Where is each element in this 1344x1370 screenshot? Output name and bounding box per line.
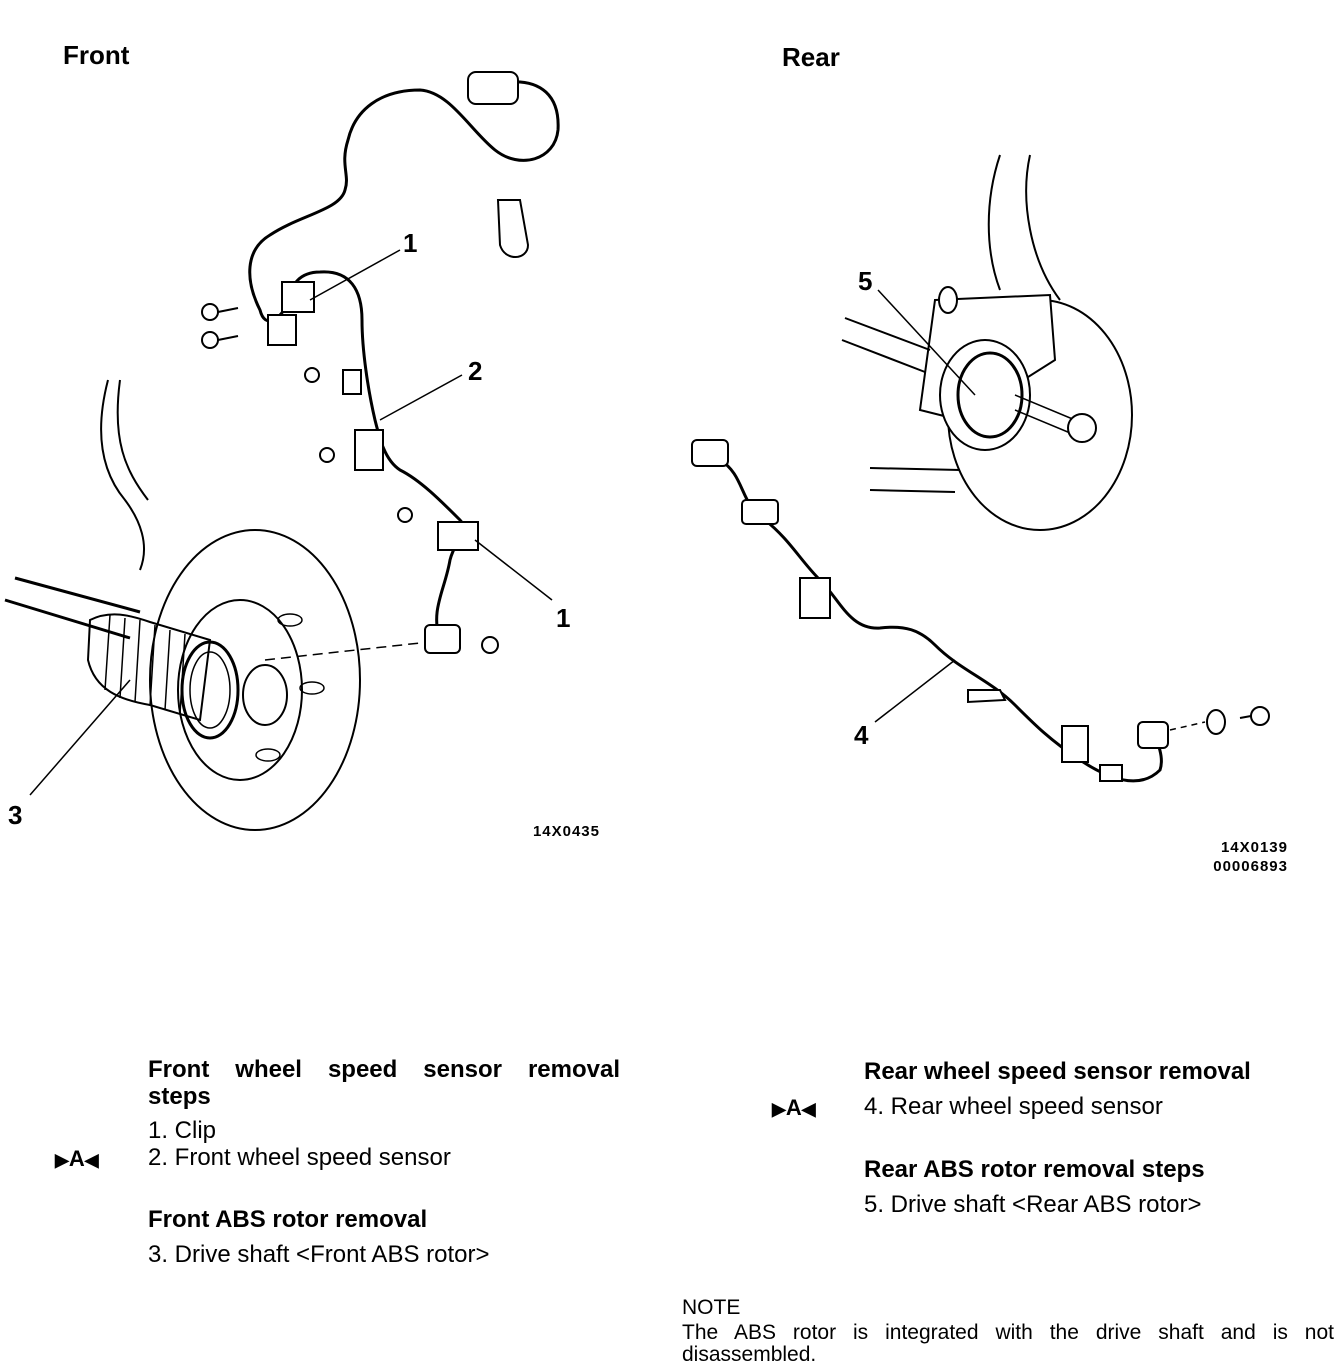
callout-3: 3 xyxy=(8,800,23,830)
rear-caliper xyxy=(918,293,1057,422)
rear-figure-code-2: 00006893 xyxy=(1213,858,1288,875)
rear-abs-rotor xyxy=(939,339,1031,451)
rear-title: Rear xyxy=(782,42,840,72)
front-drive-shaft xyxy=(4,576,141,640)
leader-3 xyxy=(29,679,131,796)
rear-brake-disc xyxy=(947,299,1133,531)
callout-4: 4 xyxy=(854,720,869,750)
front-title: Front xyxy=(63,40,130,70)
front-clip-upper xyxy=(281,281,315,313)
service-point-marker-front: ▶A◀ xyxy=(55,1146,99,1171)
rear-strut xyxy=(987,154,1061,301)
rear-sensor-heading: Rear wheel speed sensor removal xyxy=(864,1058,1251,1085)
front-abs-rotor xyxy=(180,640,240,740)
rear-washer xyxy=(1206,709,1226,735)
front-clip-lower xyxy=(437,521,479,551)
front-sensor-head xyxy=(424,624,461,654)
rear-step-5: 5. Drive shaft <Rear ABS rotor> xyxy=(864,1191,1202,1218)
rear-drive-shaft-end xyxy=(1014,394,1076,436)
front-brake-disc xyxy=(149,529,361,831)
front-step-2: 2. Front wheel speed sensor xyxy=(148,1144,451,1171)
rear-sensor-harness xyxy=(719,458,1163,783)
note-label: NOTE xyxy=(682,1296,741,1319)
bolt xyxy=(201,303,219,321)
marker-arrow-right-icon: ▶ xyxy=(55,1150,69,1170)
rear-sensor-head xyxy=(1137,721,1169,749)
front-figure-code: 14X0435 xyxy=(532,823,600,840)
front-clip-loose xyxy=(496,199,530,258)
rear-clip-3 xyxy=(1061,725,1089,763)
leader-2 xyxy=(379,374,463,421)
front-hub xyxy=(177,599,303,781)
marker-arrow-right-icon: ▶ xyxy=(772,1099,786,1119)
front-step-3: 3. Drive shaft <Front ABS rotor> xyxy=(148,1241,490,1268)
leader-4 xyxy=(874,659,956,723)
note-text: The ABS rotor is integrated with the dri… xyxy=(682,1321,1334,1366)
front-cv-boot xyxy=(86,613,212,722)
callout-1-upper: 1 xyxy=(403,228,418,258)
front-rotor-heading: Front ABS rotor removal xyxy=(148,1206,428,1233)
rear-rotor-heading: Rear ABS rotor removal steps xyxy=(864,1156,1205,1183)
front-sensor-heading-line1: Front wheel speed sensor removal xyxy=(148,1056,620,1083)
front-sensor-heading-line2: steps xyxy=(148,1083,211,1110)
front-illustration xyxy=(4,71,560,831)
callout-1-lower: 1 xyxy=(556,603,571,633)
rear-step-4: 4. Rear wheel speed sensor xyxy=(864,1093,1163,1120)
leader-5 xyxy=(877,289,976,396)
rear-clip-2 xyxy=(799,577,831,619)
service-point-marker-rear: ▶A◀ xyxy=(772,1095,816,1120)
rear-clip-1 xyxy=(741,499,779,525)
marker-arrow-left-icon: ◀ xyxy=(84,1150,99,1170)
rear-figure-code-1: 14X0139 xyxy=(1220,839,1288,856)
front-body-panel xyxy=(100,379,145,571)
leader-1b xyxy=(474,539,553,601)
front-step-1: 1. Clip xyxy=(148,1117,217,1144)
bolt xyxy=(1250,706,1270,726)
front-connector xyxy=(467,71,519,105)
callout-2: 2 xyxy=(468,356,483,386)
callout-5: 5 xyxy=(858,266,873,296)
marker-arrow-left-icon: ◀ xyxy=(801,1099,816,1119)
leader-1a xyxy=(309,249,401,301)
